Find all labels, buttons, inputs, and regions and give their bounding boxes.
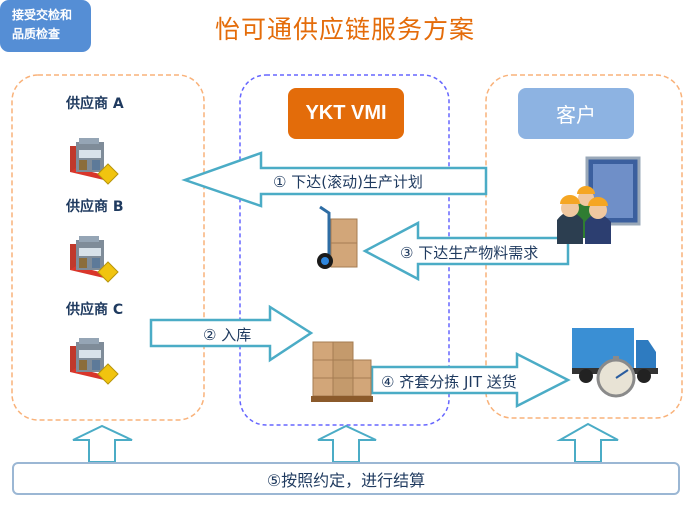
- supplier-c-label: 供应商 C: [66, 302, 124, 318]
- flow-label-4: ④ 齐套分拣 JIT 送货: [381, 373, 517, 391]
- factory-icon: [70, 338, 119, 385]
- flow-label-1: ① 下达(滚动)生产计划: [273, 173, 423, 191]
- settlement-arrow-suppliers: [72, 424, 133, 463]
- hand-truck-boxes-icon: [317, 205, 358, 269]
- supplier-b-label: 供应商 B: [66, 199, 124, 215]
- factory-icon: [70, 236, 119, 283]
- flow-label-3: ③ 下达生产物料需求: [400, 244, 539, 262]
- ykt-vmi-header: YKT VMI: [288, 88, 404, 139]
- inspection-line-2: 品质检查: [12, 27, 61, 41]
- truck-stopwatch-icon: [572, 328, 658, 398]
- page-title: 怡可通供应链服务方案: [214, 15, 475, 44]
- pallet-boxes-icon: [311, 341, 373, 402]
- factory-icon: [70, 138, 119, 185]
- settlement-label: ⑤按照约定，进行结算: [266, 470, 426, 490]
- workers-monitor-icon: [557, 156, 641, 244]
- settlement-bar: ⑤按照约定，进行结算: [12, 462, 680, 495]
- customer-container: [485, 74, 683, 419]
- flow-arrow-4: [370, 351, 571, 409]
- flow-arrow-2: [149, 304, 314, 363]
- flow-arrow-1: [181, 151, 488, 208]
- settlement-arrow-customer: [556, 422, 619, 463]
- settlement-arrow-vmi: [317, 424, 377, 463]
- flow-arrow-3: [362, 220, 570, 282]
- inspection-line-1: 接受交检和: [12, 8, 73, 22]
- supplier-a-label: 供应商 A: [66, 96, 124, 112]
- flow-label-2: ② 入库: [203, 326, 252, 344]
- inspection-box: 接受交检和 品质检查: [0, 0, 91, 52]
- supplier-container: [11, 74, 205, 421]
- customer-header: 客户: [518, 88, 634, 139]
